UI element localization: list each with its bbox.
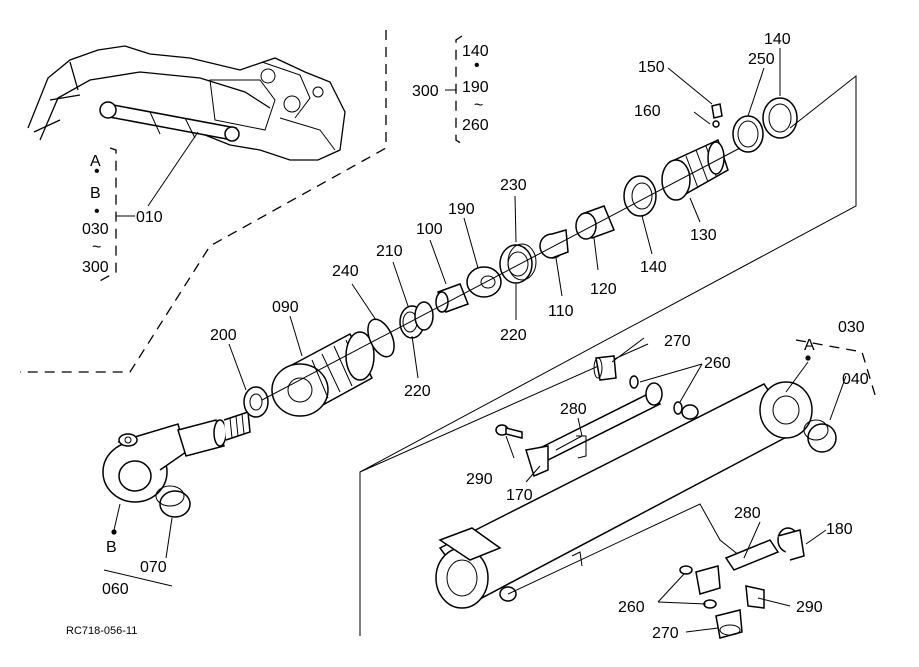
washer-190-part	[466, 266, 502, 298]
callout-280-lower: 280	[734, 505, 761, 522]
group-010-label-5: ~	[92, 239, 101, 256]
group-300-label-4: 260	[462, 117, 489, 134]
callout-150: 150	[638, 59, 665, 76]
bushing-040-part	[803, 419, 837, 453]
seal-230-part	[499, 243, 537, 284]
group-300-bracket	[445, 35, 463, 145]
piston-rod-part	[177, 410, 251, 457]
group-030-bracket	[795, 339, 877, 399]
callout-070: 070	[140, 559, 167, 576]
callout-120: 120	[590, 281, 617, 298]
marker-b-dot	[111, 529, 117, 535]
callout-160: 160	[634, 103, 661, 120]
group-300-label-1: •	[474, 57, 480, 74]
o-ring-260-upper-a	[629, 375, 639, 389]
callout-250: 250	[748, 51, 775, 68]
collar-200-part	[243, 386, 269, 418]
callout-170: 170	[506, 487, 533, 504]
group-300-label-0: 140	[462, 43, 489, 60]
piston-090-part	[271, 331, 375, 417]
callout-290-lower: 290	[796, 599, 823, 616]
cylinder-head-130-part	[661, 138, 729, 201]
leader-lines	[103, 48, 847, 633]
callout-270-upper: 270	[664, 333, 691, 350]
callout-090: 090	[272, 299, 299, 316]
group-010-label-0: A	[90, 153, 101, 170]
callout-110: 110	[548, 303, 574, 320]
group-300-label-2: 190	[462, 79, 489, 96]
marker-a-dot	[805, 355, 811, 361]
reference-code: RC718-056-11	[66, 625, 137, 637]
bushing-120-part	[575, 205, 615, 240]
callout-220-left: 220	[404, 383, 431, 400]
adapter-270-upper-part	[593, 355, 617, 381]
o-ring-260-upper-b	[673, 401, 683, 415]
callout-260-upper: 260	[704, 355, 731, 372]
group-010-label-2: B	[90, 185, 101, 202]
bushing-110-part	[539, 229, 569, 259]
callout-280-upper: 280	[560, 401, 587, 418]
callout-040: 040	[842, 371, 869, 388]
callout-140-top: 140	[764, 31, 791, 48]
callout-260-lower: 260	[618, 599, 645, 616]
callout-180: 180	[826, 521, 853, 538]
group-010-label-6: 300	[82, 259, 109, 276]
adapter-290-lower-part	[695, 565, 765, 609]
dust-seal-140-top-part	[762, 97, 798, 139]
bushing-070-part	[155, 485, 191, 518]
callout-060: 060	[102, 581, 129, 598]
group-300-head: 300	[412, 83, 439, 100]
backup-ring-210-part	[399, 301, 434, 339]
rod-eye-part	[102, 423, 187, 503]
callout-210: 210	[376, 243, 403, 260]
ring-140-lower-part	[623, 175, 657, 217]
group-300-label-3: ~	[474, 97, 483, 114]
callout-240: 240	[332, 263, 359, 280]
callout-010: 010	[136, 209, 163, 226]
cylinder-tube-part	[435, 381, 813, 609]
seal-250-part	[732, 115, 764, 153]
callout-130: 130	[690, 227, 717, 244]
callout-200: 200	[210, 327, 237, 344]
group-010-label-1: •	[94, 163, 100, 180]
callout-140-lower: 140	[640, 259, 667, 276]
marker-b: B	[106, 539, 117, 556]
o-ring-260-lower-a	[679, 565, 693, 575]
marker-a: A	[804, 337, 815, 354]
adapter-270-lower-part	[715, 609, 743, 639]
callout-100: 100	[416, 221, 443, 238]
assembly-axis	[261, 147, 741, 401]
callout-030: 030	[838, 319, 865, 336]
pipe-lower-part	[724, 527, 805, 571]
group-010-label-3: •	[94, 203, 100, 220]
bolt-290-upper-part	[495, 424, 523, 439]
callout-290-upper: 290	[466, 471, 493, 488]
grease-fitting-150-part	[711, 103, 723, 128]
group-010-label-4: 030	[82, 221, 109, 238]
machine-inset-illustration	[27, 45, 346, 161]
callout-220-right: 220	[500, 327, 527, 344]
callout-270-lower: 270	[652, 625, 679, 642]
group-010-bracket	[97, 131, 199, 283]
callout-190: 190	[448, 201, 475, 218]
assembly-frame	[359, 74, 857, 636]
callout-230: 230	[500, 177, 527, 194]
spacer-100-part	[435, 283, 469, 313]
